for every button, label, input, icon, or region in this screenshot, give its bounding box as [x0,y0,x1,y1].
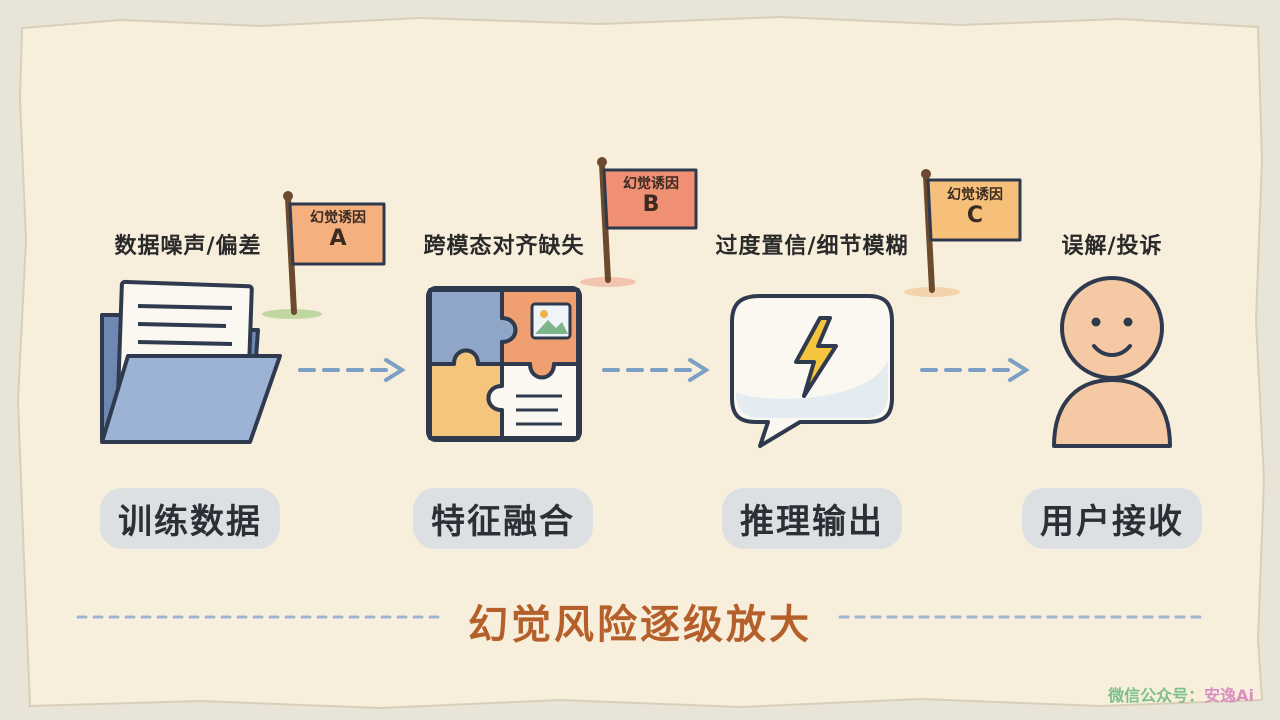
flag-b-text: 幻觉诱因 B [606,173,696,217]
stage-name-2: 特征融合 [413,488,593,549]
stage-name-3: 推理输出 [722,488,902,549]
cause-label-1: 数据噪声/偏差 [114,234,262,259]
person-icon [1052,276,1172,448]
flag-b-letter: B [642,192,660,217]
footer-title: 幻觉风险逐级放大 [468,602,812,648]
flag-icon-c [904,169,1022,297]
watermark-prefix: 微信公众号： [1108,686,1205,705]
flag-c-text: 幻觉诱因 C [930,184,1020,228]
flag-a-letter: A [329,226,347,251]
cause-label-3: 过度置信/细节模糊 [715,234,909,259]
arrow-1 [298,358,406,382]
cause-label-2: 跨模态对齐缺失 [423,234,585,259]
cause-label-4: 误解/投诉 [1061,234,1163,259]
flag-a-text: 幻觉诱因 A [292,207,384,251]
watermark: 微信公众号：安逸Ai [1108,682,1254,706]
speech-bubble-lightning-icon [730,294,894,448]
watermark-name: 安逸Ai [1204,686,1254,705]
flag-a-title: 幻觉诱因 [310,210,366,226]
stage-name-1: 训练数据 [100,488,280,549]
flag-icon-a [262,191,386,319]
flag-c-letter: C [966,203,984,228]
flag-b-title: 幻觉诱因 [623,176,679,192]
flag-icon-b [580,157,698,287]
puzzle-icon [426,286,582,442]
stage-name-4: 用户接收 [1022,488,1202,549]
flag-c-title: 幻觉诱因 [947,187,1003,203]
image-icon [530,302,572,340]
arrow-2 [602,358,710,382]
folder-icon [100,279,282,444]
arrow-3 [920,358,1030,382]
